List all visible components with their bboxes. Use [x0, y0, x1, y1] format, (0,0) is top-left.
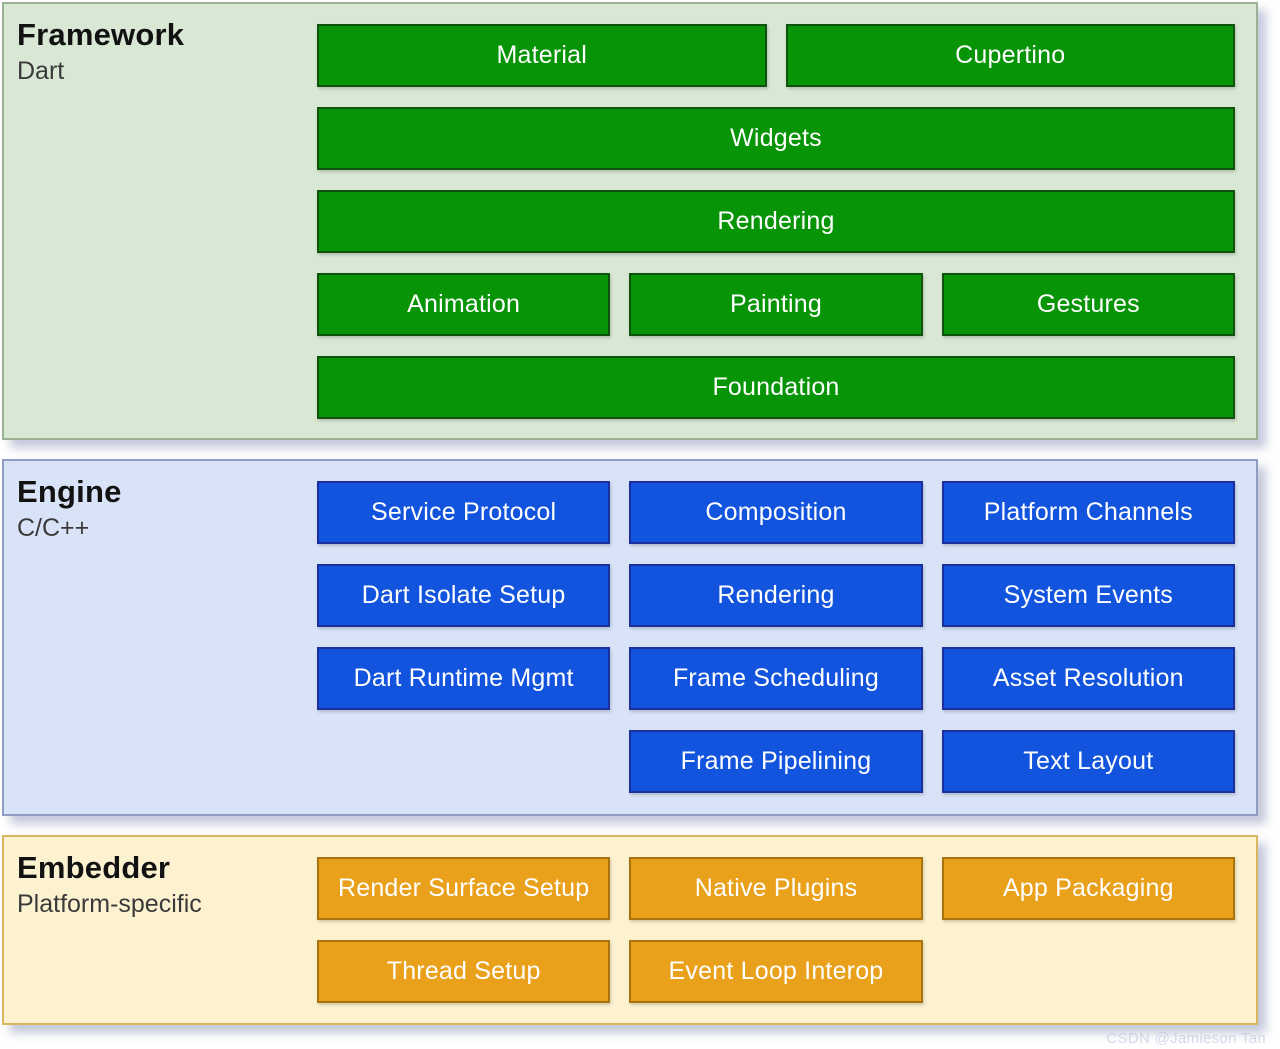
engine-boxes-grid: Service Protocol Composition Platform Chan… [317, 461, 1256, 814]
component-box: Asset Resolution [941, 647, 1235, 710]
component-box: Frame Scheduling [629, 647, 923, 710]
embedder-layer-subtitle: Platform-specific [17, 889, 202, 918]
embedder-boxes-grid: Render Surface Setup Native Plugins App Pa… [317, 837, 1256, 1023]
component-box: Dart Isolate Setup [317, 564, 611, 627]
engine-layer-subtitle: C/C++ [17, 513, 90, 542]
watermark-text: CSDN @Jamieson Tan [1106, 1030, 1266, 1047]
component-box: Painting [629, 273, 923, 336]
component-box: Dart Runtime Mgmt [317, 647, 611, 710]
component-box: Frame Pipelining [629, 730, 923, 793]
component-box: Rendering [629, 564, 923, 627]
component-box: Composition [629, 481, 923, 544]
component-box: Native Plugins [629, 857, 923, 920]
component-box: Material [317, 24, 767, 87]
engine-layer-title: Engine [17, 474, 122, 509]
embedder-label-column: Embedder Platform-specific [4, 837, 317, 1023]
component-box: Widgets [317, 107, 1235, 170]
component-box: App Packaging [941, 857, 1235, 920]
framework-layer-title: Framework [17, 17, 185, 52]
component-box: Foundation [317, 356, 1235, 419]
engine-layer-panel: Engine C/C++ Service Protocol Composition… [2, 459, 1258, 816]
component-box: Animation [317, 273, 611, 336]
engine-label-column: Engine C/C++ [4, 461, 317, 814]
embedder-layer-title: Embedder [17, 850, 171, 885]
component-box: Event Loop Interop [629, 940, 923, 1003]
framework-label-column: Framework Dart [4, 4, 317, 438]
component-box: Text Layout [941, 730, 1235, 793]
component-box: Rendering [317, 190, 1235, 253]
component-box: Cupertino [785, 24, 1235, 87]
embedder-layer-panel: Embedder Platform-specific Render Surfac… [2, 835, 1258, 1025]
component-box: Render Surface Setup [317, 857, 611, 920]
component-box: Thread Setup [317, 940, 611, 1003]
component-box: Platform Channels [941, 481, 1235, 544]
framework-layer-subtitle: Dart [17, 56, 65, 85]
component-box: Service Protocol [317, 481, 611, 544]
component-box: Gestures [941, 273, 1235, 336]
component-box: System Events [941, 564, 1235, 627]
